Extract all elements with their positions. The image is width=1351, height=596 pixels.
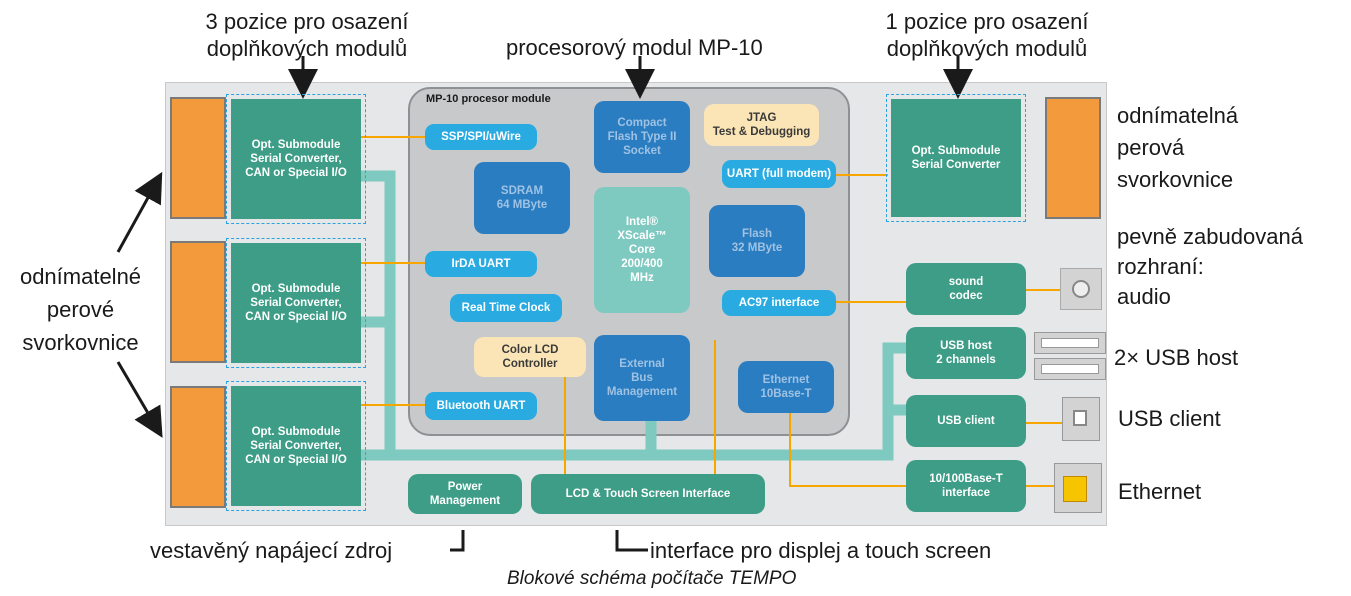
ethernet-port-icon [1054,463,1102,513]
submodule-2: Opt. Submodule Serial Converter, CAN or … [231,243,361,363]
usb-client-block: USB client [906,395,1026,447]
compact-flash-socket: Compact Flash Type II Socket [594,101,690,173]
cpu-xscale: Intel® XScale™ Core 200/400 MHz [594,187,690,313]
terminal-block-1 [170,97,226,219]
cpu-label: Intel® XScale™ Core 200/400 MHz [617,216,667,284]
sdram-label: SDRAM 64 MByte [496,185,548,211]
color-lcd-controller: Color LCD Controller [474,337,586,377]
usb-host-port-2-icon [1034,358,1106,380]
ac97-interface: AC97 interface [722,290,836,316]
label-ethernet: Ethernet [1118,479,1202,504]
ethernet-interface-block: 10/100Base-T interface [906,460,1026,512]
sound-codec: sound codec [906,263,1026,315]
audio-jack-icon [1060,268,1102,310]
irda-uart: IrDA UART [425,251,537,277]
power-management: Power Management [408,474,522,514]
submodule-1: Opt. Submodule Serial Converter, CAN or … [231,99,361,219]
submodule-right: Opt. Submodule Serial Converter [891,99,1021,217]
label-left-terminals: odnímatelné perové svorkovnice [19,264,142,355]
ssp-spi-uwire: SSP/SPI/uWire [425,124,537,150]
label-bottom-power: vestavěný napájecí zdroj [150,538,393,563]
slot-3 [226,381,366,511]
real-time-clock: Real Time Clock [450,294,562,322]
label-usb-host: 2× USB host [1114,345,1239,370]
mp10-title: MP-10 procesor module [426,93,551,105]
usb-host-block: USB host 2 channels [906,327,1026,379]
usb-client-port-icon [1062,397,1100,441]
jtag: JTAG Test & Debugging [704,104,819,146]
label-top-right: 1 pozice pro osazení doplňkových modulů [885,9,1089,61]
bluetooth-uart: Bluetooth UART [425,392,537,420]
lcd-touch-interface: LCD & Touch Screen Interface [531,474,765,514]
terminal-block-right [1045,97,1101,219]
diagram-caption: Blokové schéma počítače TEMPO [507,568,797,589]
usb-host-port-1-icon [1034,332,1106,354]
label-bottom-display: interface pro displej a touch screen [650,538,992,563]
signal-lines [360,136,1064,487]
terminal-block-3 [170,386,226,508]
label-right-terminal: odnímatelná perová svorkovnice [1117,103,1239,192]
uart-full-modem: UART (full modem) [722,160,836,188]
ext-bus-label: External Bus Management [606,358,678,398]
slot-2 [226,238,366,368]
sdram: SDRAM 64 MByte [474,162,570,234]
slot-1 [226,94,366,224]
ethernet-phy-label: Ethernet 10Base-T [760,374,812,400]
label-top-center: procesorový modul MP-10 [506,35,763,60]
label-usb-client: USB client [1118,406,1221,431]
label-top-left: 3 pozice pro osazení doplňkových modulů [205,9,409,61]
flash: Flash 32 MByte [709,205,805,277]
slot-right [886,94,1026,222]
ethernet-10base-t: Ethernet 10Base-T [738,361,834,413]
label-right-builtin: pevně zabudovaná rozhraní: audio [1117,224,1303,309]
compact-flash-label: Compact Flash Type II Socket [607,117,677,157]
terminal-block-2 [170,241,226,363]
submodule-3: Opt. Submodule Serial Converter, CAN or … [231,386,361,506]
flash-label: Flash 32 MByte [731,228,783,254]
external-bus-management: External Bus Management [594,335,690,421]
